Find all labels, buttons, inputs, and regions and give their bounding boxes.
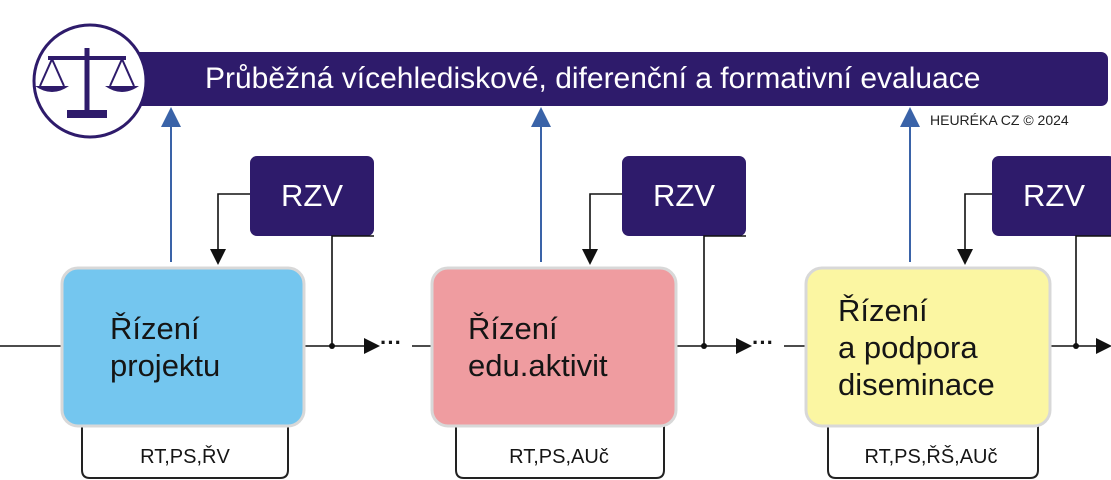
stage-title-line: Řízení (110, 311, 200, 346)
stage-title-line: diseminace (838, 367, 995, 402)
stage-title-line: Řízení (838, 293, 928, 328)
rzv-label: RZV (653, 178, 715, 213)
stage-title-line: projektu (110, 348, 221, 383)
scales-of-justice-icon (32, 23, 148, 139)
stage-title: Řízení a podpora diseminace (838, 292, 995, 403)
process-box (430, 266, 678, 428)
tray (827, 420, 1039, 479)
connector-ellipsis: ··· (752, 330, 774, 355)
rzv-box (622, 156, 746, 236)
banner-title: Průběžná vícehlediskové, diferenční a fo… (205, 62, 981, 95)
connector-ellipsis: ··· (380, 330, 402, 355)
rzv-label: RZV (1023, 178, 1085, 213)
tray-label: RT,PS,AUč (509, 446, 609, 468)
stage-title-line: a podpora (838, 330, 978, 365)
tray-label: RT,PS,ŘŠ,AUč (864, 446, 998, 468)
junction-dot (701, 343, 707, 349)
tray-label: RT,PS,ŘV (140, 446, 230, 468)
tray (455, 420, 665, 479)
evaluation-banner (95, 52, 1108, 106)
feedback-loop (210, 193, 1111, 346)
rzv-label: RZV (281, 178, 343, 213)
process-box (60, 266, 306, 428)
tray (81, 420, 289, 479)
stage-title-line: edu.aktivit (468, 348, 608, 383)
process-box (804, 266, 1052, 428)
copyright-label: HEURÉKA CZ © 2024 (930, 112, 1069, 128)
stage-title-line: Řízení (468, 311, 558, 346)
stage-title: Řízení projektu (110, 310, 220, 384)
rzv-box (992, 156, 1111, 236)
stage-title: Řízení edu.aktivit (468, 310, 608, 384)
junction-dot (329, 343, 335, 349)
rzv-box (250, 156, 374, 236)
junction-dot (1073, 343, 1079, 349)
